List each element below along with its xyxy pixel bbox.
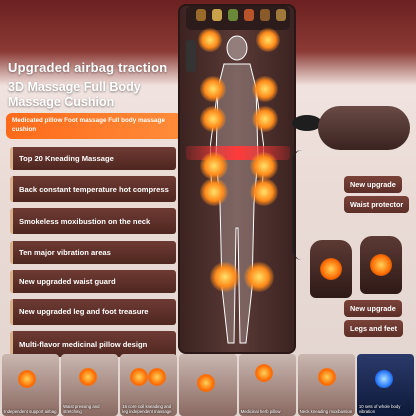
- thumbnail-caption: Medicinal herb pillow: [240, 409, 281, 414]
- waist-protector-pillow: [318, 106, 410, 150]
- feature-item: Smokeless moxibustion on the neck: [10, 208, 176, 235]
- thumbnail-caption: Neck kneading moxibustion: [299, 409, 353, 414]
- heat-spot: [210, 262, 240, 292]
- thumbnail-caption: Waist pressing and stretching: [63, 404, 100, 414]
- heat-spot: [200, 106, 226, 132]
- feature-item: Back constant temperature hot compress: [10, 176, 176, 203]
- remote-control: [186, 40, 196, 72]
- heat-spot: [252, 106, 278, 132]
- heat-spot: [320, 258, 342, 280]
- feature-item: New upgraded waist guard: [10, 269, 176, 293]
- thumbnail: Independent support airbag: [2, 354, 60, 416]
- air-pump: [292, 115, 322, 131]
- foot-massager: [310, 236, 408, 298]
- feature-list: Top 20 Kneading Massage Back constant te…: [10, 147, 176, 363]
- thumbnail: [179, 354, 237, 416]
- air-hose: [292, 150, 312, 260]
- heat-spot: [370, 254, 392, 276]
- heat-spot: [252, 76, 278, 102]
- thumbnail: Medicinal herb pillow: [238, 354, 296, 416]
- herb-icon: [228, 9, 238, 21]
- subhead: 3D Massage Full Body Massage Cushion: [8, 80, 141, 109]
- heat-spot: [244, 262, 274, 292]
- feature-item: Ten major vibration areas: [10, 240, 176, 264]
- heat-spot: [200, 76, 226, 102]
- herb-icon: [276, 9, 286, 21]
- thumbnail: 16 core coil kneading and leg independen…: [120, 354, 178, 416]
- heat-spot: [200, 152, 228, 180]
- feature-item: Top 20 Kneading Massage: [10, 147, 176, 170]
- foot-badge: New upgrade: [344, 300, 402, 317]
- heat-spot: [198, 28, 222, 52]
- waist-label: Waist protector: [344, 196, 410, 213]
- thumbnail: Neck kneading moxibustion: [297, 354, 355, 416]
- heat-spot: [250, 178, 278, 206]
- feature-item: New upgraded leg and foot treasure: [10, 298, 176, 325]
- orange-banner: Medicated pillow Foot massage Full body …: [6, 113, 182, 139]
- thumbnail: Waist pressing and stretching: [61, 354, 119, 416]
- thumbnail-caption: 16 core coil kneading and leg independen…: [122, 404, 172, 414]
- herb-icon: [196, 9, 206, 21]
- herb-icon: [244, 9, 254, 21]
- heat-spot: [256, 28, 280, 52]
- herb-icon: [212, 9, 222, 21]
- thumbnail-caption: 10 sets of whole body vibration: [358, 404, 401, 414]
- herb-icon: [260, 9, 270, 21]
- headline: Upgraded airbag traction: [8, 60, 168, 75]
- thumbnail-caption: Independent support airbag: [4, 409, 57, 414]
- heat-spot: [200, 178, 228, 206]
- foot-label: Legs and feet: [344, 320, 404, 337]
- feature-item: Multi-flavor medicinal pillow design: [10, 331, 176, 358]
- massage-mattress: [178, 4, 296, 354]
- waist-badge: New upgrade: [344, 176, 402, 193]
- detail-thumbnails: Independent support airbag Waist pressin…: [0, 354, 416, 416]
- heat-spot: [250, 152, 278, 180]
- thumbnail: 10 sets of whole body vibration: [356, 354, 414, 416]
